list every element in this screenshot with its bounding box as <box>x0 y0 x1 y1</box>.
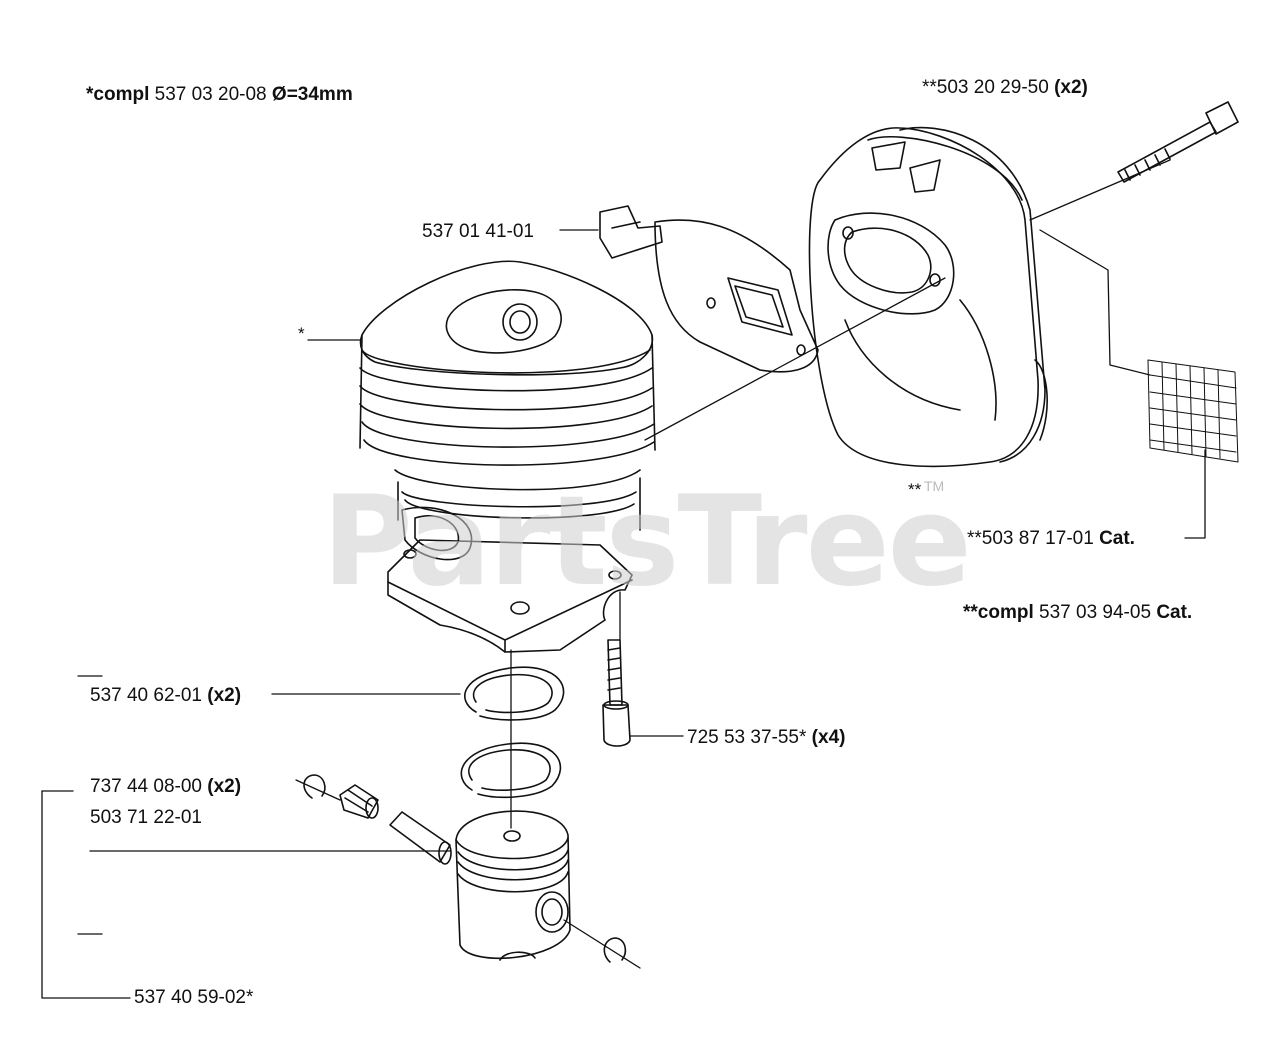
muffler-part <box>808 126 1048 468</box>
piston-ring-part <box>460 666 565 799</box>
label-cylinder-assembly-suffix: Ø=34mm <box>271 84 353 105</box>
needle-bearing-part <box>339 784 379 819</box>
label-cylinder-star: * <box>298 324 305 343</box>
label-piston[interactable]: 537 40 59-02* <box>134 988 253 1007</box>
label-circlip-number: 737 44 08-00 <box>90 776 202 797</box>
label-piston-ring-number: 537 40 62-01 <box>90 685 202 706</box>
label-catalyst-prefix: **503 87 17-01 <box>967 528 1094 549</box>
watermark-brand: PartsTree <box>322 470 972 614</box>
label-circlip[interactable]: 737 44 08-00 (x2) <box>90 777 241 796</box>
label-cylinder-assembly-prefix: *compl <box>86 84 150 105</box>
label-piston-number: 537 40 59-02* <box>134 987 254 1008</box>
label-gasket-number: 537 01 41-01 <box>422 221 534 242</box>
label-muffler-assembly-prefix: **compl <box>963 602 1034 623</box>
label-cylinder-screw[interactable]: 725 53 37-55* (x4) <box>687 728 845 747</box>
label-cylinder-screw-number: 725 53 37-55* <box>687 727 807 748</box>
label-muffler-assembly-number: 537 03 94-05 <box>1039 602 1152 623</box>
label-muffler-bolt-suffix: (x2) <box>1054 77 1088 98</box>
label-needle-bearing[interactable]: 503 71 22-01 <box>90 808 202 827</box>
label-circlip-suffix: (x2) <box>207 776 242 797</box>
label-cylinder-assembly-number: 537 03 20-08 <box>154 84 267 105</box>
label-piston-ring-suffix: (x2) <box>207 685 242 706</box>
label-cylinder-screw-suffix: (x4) <box>811 727 846 748</box>
gasket-part <box>599 205 819 373</box>
piston-pin-part <box>389 811 452 865</box>
catalyst-mesh-part <box>1147 359 1239 463</box>
label-piston-ring[interactable]: 537 40 62-01 (x2) <box>90 686 241 705</box>
muffler-bolt-part <box>1117 101 1239 183</box>
label-needle-bearing-number: 503 71 22-01 <box>90 807 202 828</box>
label-muffler-assembly-suffix: Cat. <box>1156 602 1193 623</box>
label-gasket[interactable]: 537 01 41-01 <box>422 222 534 241</box>
label-muffler-bolt-prefix: **503 20 29-50 <box>922 77 1049 98</box>
circlip-part <box>303 774 627 963</box>
label-catalyst-suffix: Cat. <box>1099 528 1135 549</box>
label-muffler-assembly[interactable]: **compl 537 03 94-05 Cat. <box>963 603 1192 622</box>
cylinder-part <box>359 260 656 653</box>
label-catalyst[interactable]: **503 87 17-01 Cat. <box>967 529 1135 548</box>
cylinder-screw-part <box>602 639 631 747</box>
piston-part <box>455 810 571 961</box>
leader-lines <box>41 159 1206 999</box>
watermark-tm: TM <box>924 478 945 494</box>
label-cylinder-assembly[interactable]: *compl 537 03 20-08 Ø=34mm <box>86 85 353 104</box>
label-muffler-star: ** <box>908 480 922 499</box>
label-muffler-bolt[interactable]: **503 20 29-50 (x2) <box>922 78 1088 97</box>
